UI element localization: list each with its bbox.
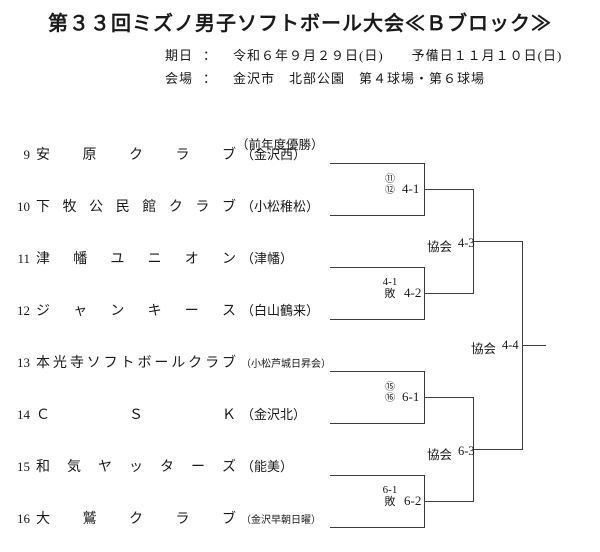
venue-value: 金沢市 北部公園 第４球場・第６球場 xyxy=(233,71,486,86)
bracket-line-team-14 xyxy=(330,423,425,424)
team-row: 10 下牧公民館クラブ （小松稚松） xyxy=(12,199,319,215)
umpire-loser-mark: 敗 xyxy=(384,496,396,508)
bracket-line-team-13 xyxy=(330,371,425,372)
venue-label: 会場 xyxy=(165,71,194,86)
team-name: 下牧公民館クラブ xyxy=(36,200,236,215)
umpire-team-numbers-6-1: ⑮ ⑯ xyxy=(383,382,397,404)
team-number: 16 xyxy=(17,511,30,526)
winner-line-6-1 xyxy=(424,397,474,398)
team-row: 15 和気ヤッターズ （能美） xyxy=(12,459,293,475)
team-name: 本光寺ソフトボールクラブ xyxy=(36,356,236,371)
team-number: 12 xyxy=(17,303,30,318)
match-label-4-3: 協会 4-3 xyxy=(427,236,475,255)
umpire-association: 協会 xyxy=(427,448,453,462)
team-number: 11 xyxy=(17,251,30,266)
date-colon: ： xyxy=(203,48,218,63)
team-org: （金沢北） xyxy=(241,407,307,422)
winner-line-6-2 xyxy=(424,501,474,502)
umpire-team-top: ⑮ xyxy=(385,382,395,393)
umpire-team-bottom: ⑫ xyxy=(385,185,395,196)
umpire-association: 協会 xyxy=(427,240,453,254)
match-number: 4-4 xyxy=(502,338,519,352)
umpire-note-4-2: 4-1 敗 xyxy=(376,276,404,300)
match-label-final: 協会 4-4 xyxy=(471,338,519,357)
match-number: 6-3 xyxy=(458,444,475,458)
umpire-team-top: ⑪ xyxy=(385,174,395,185)
team-number: 13 xyxy=(17,355,30,370)
team-org: （金沢早朝日曜） xyxy=(241,515,321,526)
umpire-team-numbers-4-1: ⑪ ⑫ xyxy=(383,174,397,196)
defending-champion-note: （前年度優勝） xyxy=(236,138,324,152)
team-number: 14 xyxy=(17,407,30,422)
team-org: （小松芦城日昇会） xyxy=(241,359,331,370)
umpire-team-bottom: ⑯ xyxy=(385,393,395,404)
umpire-prev-game: 6-1 xyxy=(382,484,398,496)
bracket-line-team-12 xyxy=(330,319,425,320)
team-name: 安原クラブ xyxy=(36,148,236,163)
team-row: 9 安原クラブ （金沢西） xyxy=(12,147,307,163)
team-row: 11 津幡ユニオン （津幡） xyxy=(12,251,293,267)
winner-line-4-3 xyxy=(473,241,523,242)
umpire-association: 協会 xyxy=(471,342,497,356)
match-label-4-2: 4-2 xyxy=(404,285,422,300)
team-org: （能美） xyxy=(241,459,294,474)
winner-line-4-1 xyxy=(424,189,474,190)
team-name: 大鷲クラブ xyxy=(36,512,236,527)
team-org: （金沢西） xyxy=(241,147,307,162)
team-org: （津幡） xyxy=(241,251,294,266)
date-label: 期日 xyxy=(165,48,194,63)
team-name: 津幡ユニオン xyxy=(36,252,236,267)
winner-line-6-3 xyxy=(473,449,523,450)
date-value: 令和６年９月２９日(日) 予備日１１月１０日(日) xyxy=(233,48,563,63)
event-venue-line: 会場 ： 金沢市 北部公園 第４球場・第６球場 xyxy=(165,68,485,87)
team-row: 12 ジャンキース （白山鶴来） xyxy=(12,303,319,319)
team-number: 15 xyxy=(17,459,30,474)
match-label-6-2: 6-2 xyxy=(404,493,422,508)
match-label-6-1: 6-1 xyxy=(402,389,420,404)
umpire-note-6-2: 6-1 敗 xyxy=(376,484,404,508)
team-number: 9 xyxy=(23,147,31,162)
umpire-prev-game: 4-1 xyxy=(382,276,398,288)
bracket-line-team-11 xyxy=(330,267,425,268)
team-org: （白山鶴来） xyxy=(241,303,320,318)
match-label-6-3: 協会 6-3 xyxy=(427,444,475,463)
bracket-line-team-15 xyxy=(330,475,425,476)
team-row: 13 本光寺ソフトボールクラブ （小松芦城日昇会） xyxy=(12,355,331,371)
team-row: 16 大鷲クラブ （金沢早朝日曜） xyxy=(12,511,321,527)
bracket-line-team-16 xyxy=(330,527,425,528)
champion-line xyxy=(522,345,546,346)
match-label-4-1: 4-1 xyxy=(402,181,420,196)
bracket-line-team-9 xyxy=(330,163,425,164)
umpire-loser-mark: 敗 xyxy=(384,288,396,300)
venue-colon: ： xyxy=(203,71,218,86)
team-name: 和気ヤッターズ xyxy=(36,460,236,475)
team-name: ジャンキース xyxy=(36,304,236,319)
page-title: 第３３回ミズノ男子ソフトボール大会≪Ｂブロック≫ xyxy=(48,13,552,35)
event-date-line: 期日 ： 令和６年９月２９日(日) 予備日１１月１０日(日) xyxy=(165,45,562,64)
team-number: 10 xyxy=(17,199,30,214)
match-number: 4-3 xyxy=(458,236,475,250)
bracket-line-team-10 xyxy=(330,215,425,216)
winner-line-4-2 xyxy=(424,293,474,294)
team-org: （小松稚松） xyxy=(241,199,320,214)
